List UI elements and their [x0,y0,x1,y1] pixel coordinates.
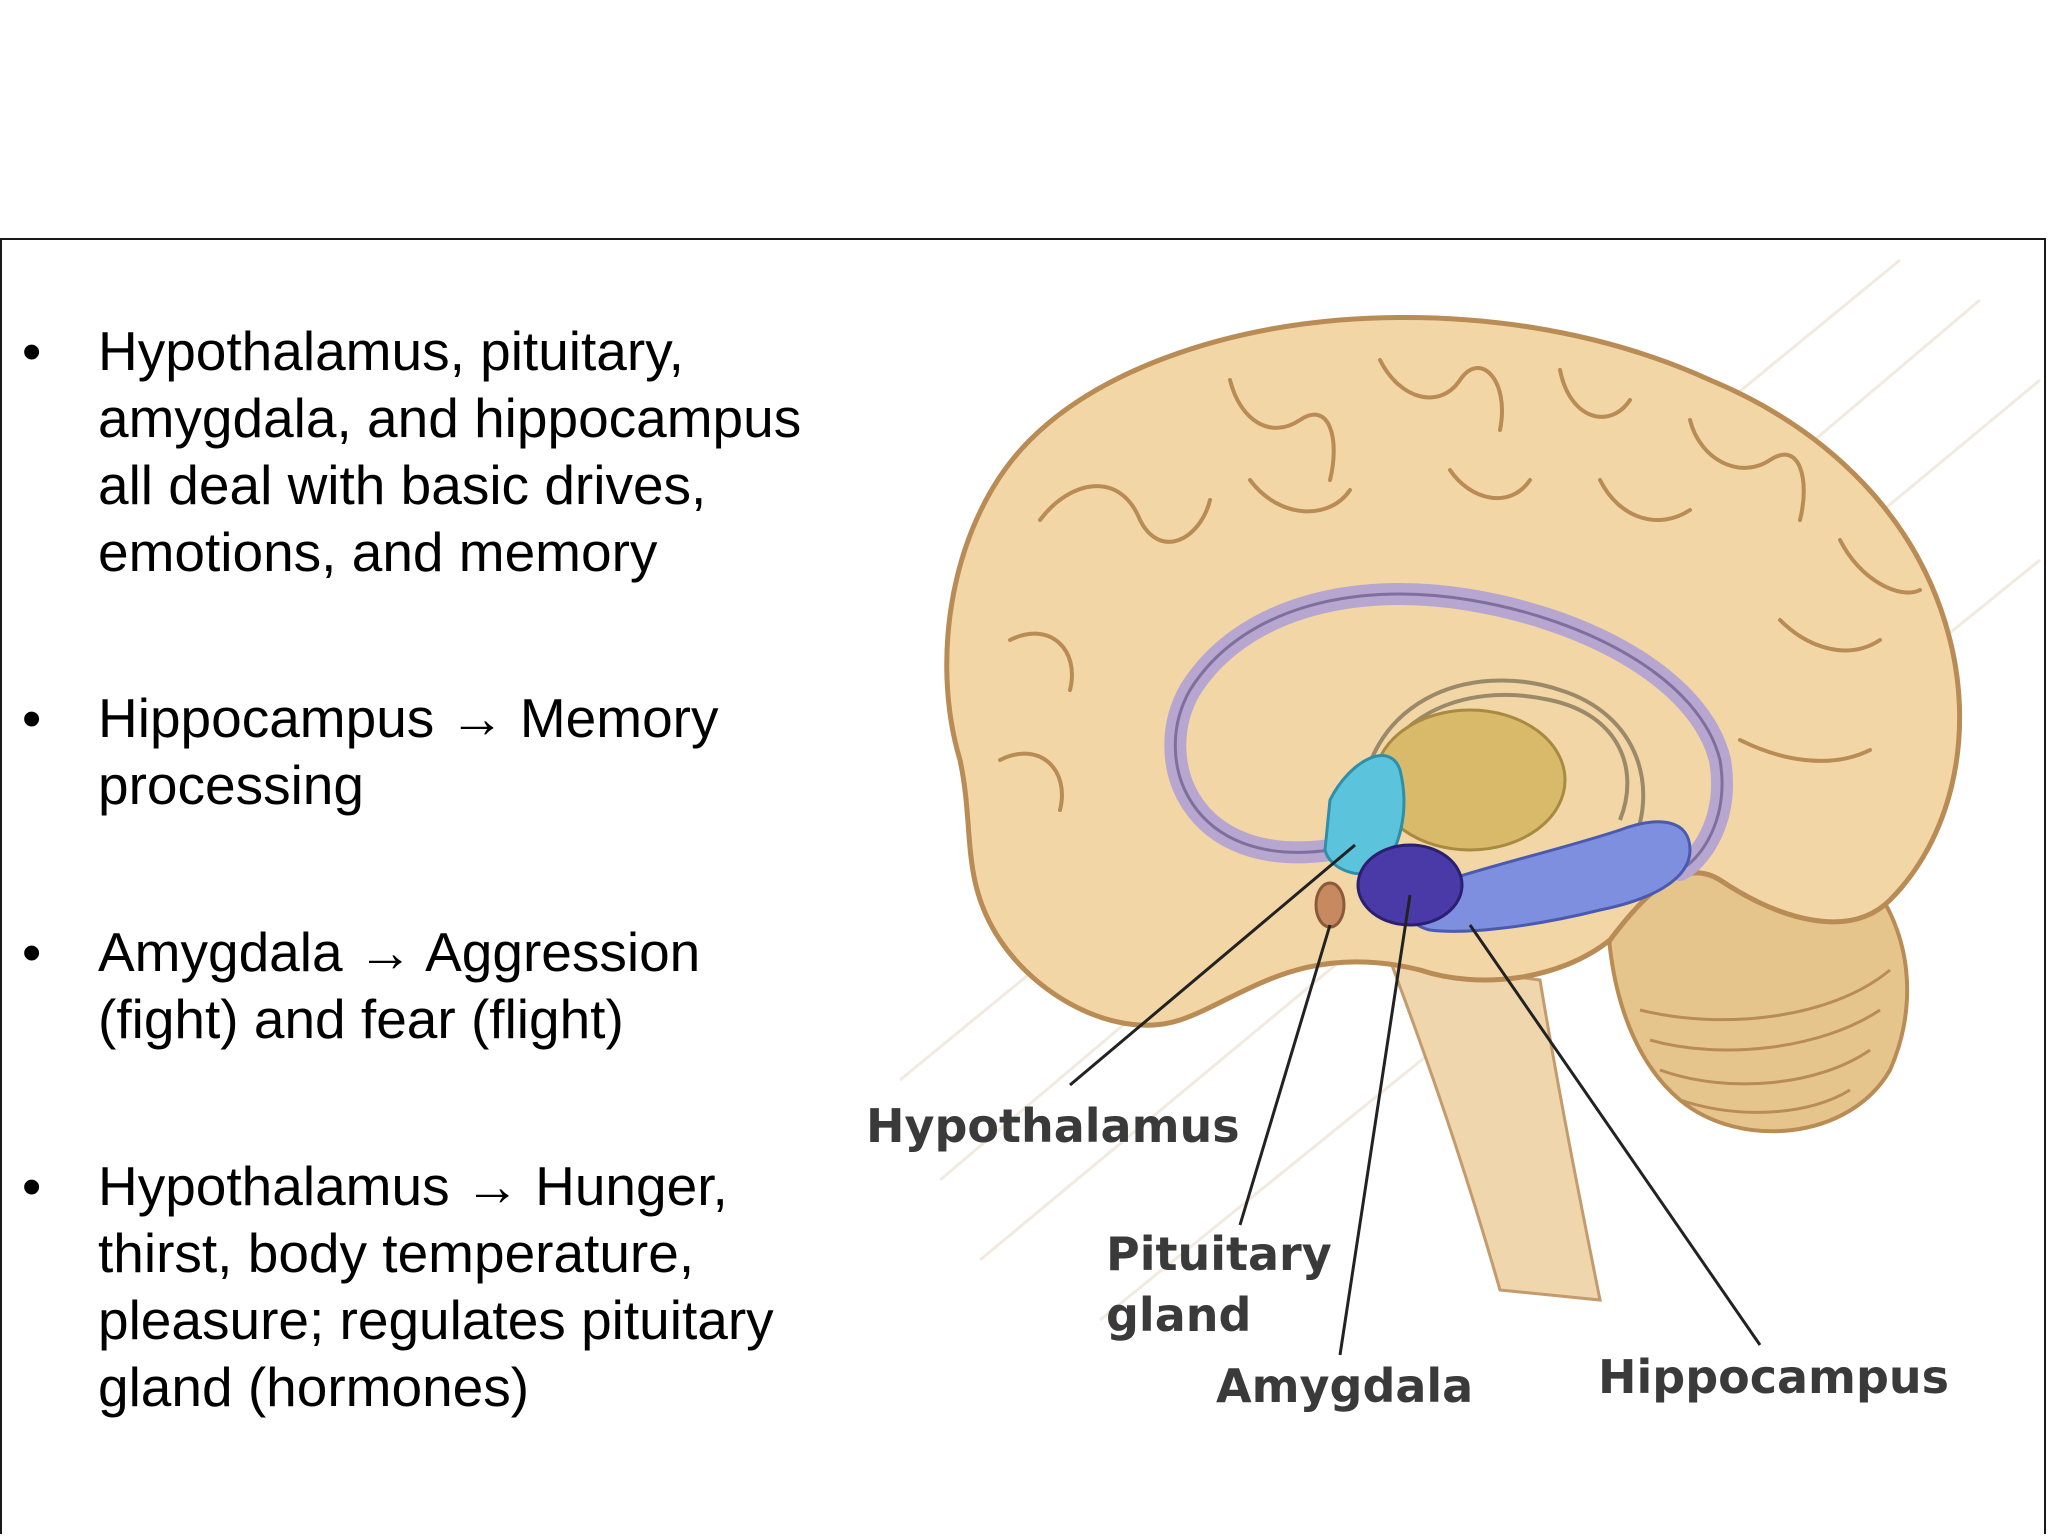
bullet-marker: • [22,687,42,749]
leader-line-amygdala [1338,894,1412,1356]
label-hippocampus: Hippocampus [1598,1350,1949,1404]
hippocampus [1406,820,1692,933]
cerebellum-folia [1639,968,1891,1114]
leader-line-hypothalamus [1069,843,1356,1087]
leader-lines [1069,843,1762,1356]
corpus-callosum-outline [1173,592,1724,872]
hypothalamus [1323,754,1406,876]
bullet-marker: • [22,921,42,983]
label-amygdala: Amygdala [1216,1359,1473,1413]
bullet-marker: • [22,320,42,382]
brain-diagram: Hypothalamus Pituitary gland Amygdala Hi… [866,258,2041,1413]
bullet-text: Amygdala → Aggression (fight) and fear (… [98,921,701,1050]
label-pituitary-line1: Pituitary [1106,1227,1332,1281]
pituitary-gland [1314,881,1346,929]
bullet-text: Hypothalamus, pituitary, amygdala, and h… [98,320,802,583]
leader-line-pituitary [1238,924,1332,1226]
bullet-text: Hypothalamus → Hunger, thirst, body temp… [98,1155,774,1418]
label-hypothalamus: Hypothalamus [866,1099,1240,1153]
label-pituitary-line2: gland [1106,1288,1251,1342]
bullet-list: • Hypothalamus, pituitary, amygdala, and… [0,0,920,1536]
leader-line-hippocampus [1468,924,1762,1346]
bullet-marker: • [22,1155,42,1217]
slide-frame [0,238,2046,1534]
cortex-gyri [998,358,1922,812]
brainstem [1387,958,1602,1302]
bullet-text: Hippocampus → Memory processing [98,687,719,816]
amygdala [1356,843,1464,927]
